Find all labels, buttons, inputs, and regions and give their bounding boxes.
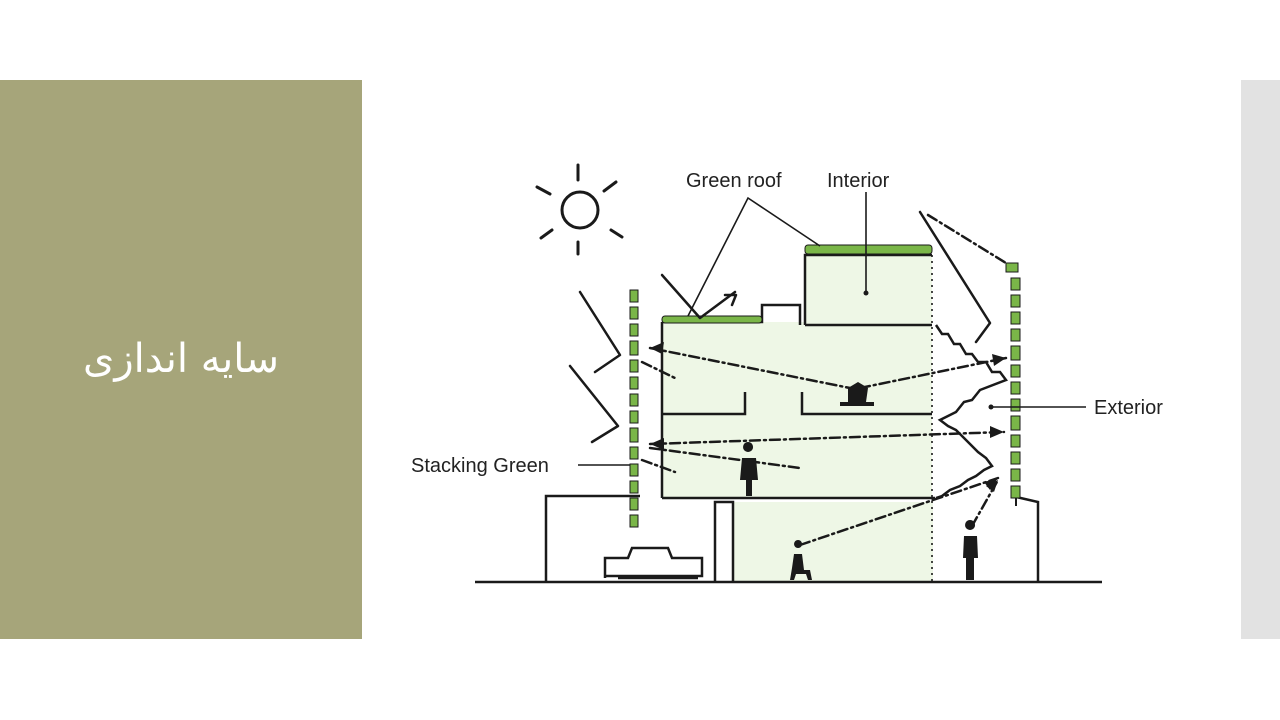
arrowheads	[650, 342, 1006, 492]
right-edge-strip	[1241, 80, 1280, 639]
label-exterior: Exterior	[1094, 397, 1163, 419]
people-figures	[740, 382, 978, 580]
title-panel	[0, 80, 362, 639]
green-roof-vegetation	[661, 244, 933, 324]
sun-icon	[535, 163, 624, 256]
interior-fill	[662, 255, 933, 582]
stacking-green-right	[1005, 262, 1021, 499]
slide-title: سایه اندازی	[83, 335, 279, 382]
exterior-leader-dot	[988, 404, 994, 410]
label-leaders	[578, 192, 1086, 466]
label-stacking-green: Stacking Green	[411, 455, 549, 477]
diagram-drawing: Green roof Interior Exterior Stacking Gr…	[411, 163, 1163, 584]
label-green-roof: Green roof	[686, 170, 782, 192]
envelope-dotted-lines	[732, 255, 933, 582]
sun-ray-arrows	[568, 210, 992, 444]
shading-section-diagram: Green roof Interior Exterior Stacking Gr…	[380, 130, 1210, 610]
stacking-green-left	[629, 289, 639, 528]
interior-leader-dot	[863, 290, 869, 296]
label-interior: Interior	[827, 170, 890, 192]
light-path-arrows	[640, 213, 1008, 547]
